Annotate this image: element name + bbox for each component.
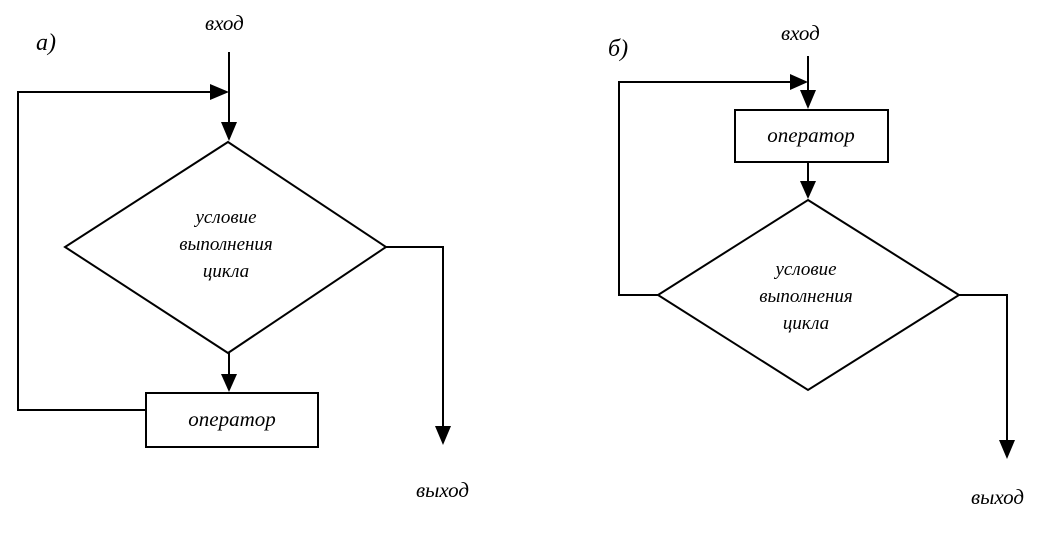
diagram-a-tag: а) bbox=[36, 30, 56, 56]
diagram-a: а) вход условие выполнения цикла операто… bbox=[17, 11, 469, 502]
diagram-a-condition-line-1: условие bbox=[193, 207, 256, 228]
diagram-b-operator-label: оператор bbox=[767, 123, 855, 147]
diagram-b-body-arrowhead bbox=[800, 181, 816, 199]
diagram-b-loop-arrowhead bbox=[790, 74, 808, 90]
diagram-b: б) вход оператор условие выполнения цикл… bbox=[608, 21, 1024, 509]
diagram-b-operator-box bbox=[734, 109, 889, 163]
diagram-b-loop-line bbox=[618, 81, 792, 296]
diagram-a-exit-label: выход bbox=[416, 478, 469, 502]
diagram-a-loop-arrowhead bbox=[210, 84, 229, 100]
diagram-b-entry-label: вход bbox=[781, 21, 820, 45]
diagram-b-condition-diamond bbox=[656, 198, 961, 392]
diagram-b-condition-line-1: условие bbox=[773, 259, 836, 280]
diagram-a-exit-arrowhead bbox=[435, 426, 451, 445]
diagram-b-entry-arrowhead bbox=[800, 90, 816, 109]
diagram-b-condition-line-2: выполнения bbox=[759, 286, 853, 307]
diagram-a-entry-label: вход bbox=[205, 11, 244, 35]
diagram-b-exit-label: выход bbox=[971, 485, 1024, 509]
diagram-a-condition-line-2: выполнения bbox=[179, 234, 273, 255]
diagram-b-exit-line bbox=[959, 294, 1008, 442]
diagram-a-operator-label: оператор bbox=[188, 407, 276, 431]
diagram-b-condition-line-3: цикла bbox=[783, 313, 829, 334]
diagram-b-tag: б) bbox=[608, 36, 628, 62]
diagram-a-condition-line-3: цикла bbox=[203, 261, 249, 282]
diagram-a-operator-box bbox=[145, 392, 319, 448]
diagram-b-exit-arrowhead bbox=[999, 440, 1015, 459]
diagram-a-loop-line bbox=[17, 91, 212, 411]
diagram-a-exit-line bbox=[386, 246, 444, 428]
diagram-a-body-arrowhead bbox=[221, 374, 237, 392]
diagram-a-entry-arrowhead bbox=[221, 122, 237, 141]
